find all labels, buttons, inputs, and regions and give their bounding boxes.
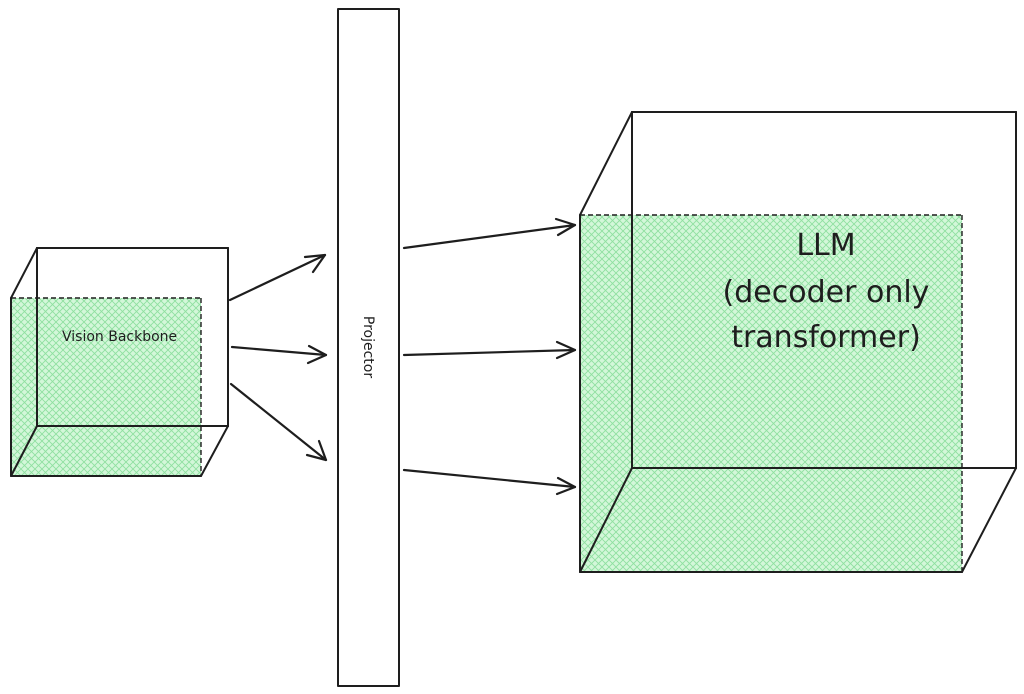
vision-backbone-front-face <box>11 298 201 476</box>
arrow-projector-llm-bottom <box>402 468 577 496</box>
arrow-projector-llm-middle <box>402 340 577 360</box>
arrow-backbone-projector-bottom <box>229 382 328 462</box>
arrows-backbone-to-projector <box>228 253 328 462</box>
vision-backbone-cube: Vision Backbone <box>10 247 229 477</box>
arrow-projector-llm-top <box>402 217 577 250</box>
arrow-backbone-projector-middle <box>230 344 328 365</box>
projector-bar: Projector <box>337 8 400 687</box>
llm-label-line-3: transformer) <box>731 320 921 355</box>
llm-front-face <box>580 215 962 572</box>
arrows-projector-to-llm <box>402 217 577 496</box>
llm-label-line-2: (decoder only <box>723 275 930 310</box>
llm-cube: LLM (decoder only transformer) <box>579 111 1017 573</box>
arrow-backbone-projector-top <box>228 253 327 302</box>
vision-backbone-label: Vision Backbone <box>62 329 177 345</box>
projector-label: Projector <box>360 316 376 378</box>
llm-label-line-1: LLM <box>796 228 855 263</box>
